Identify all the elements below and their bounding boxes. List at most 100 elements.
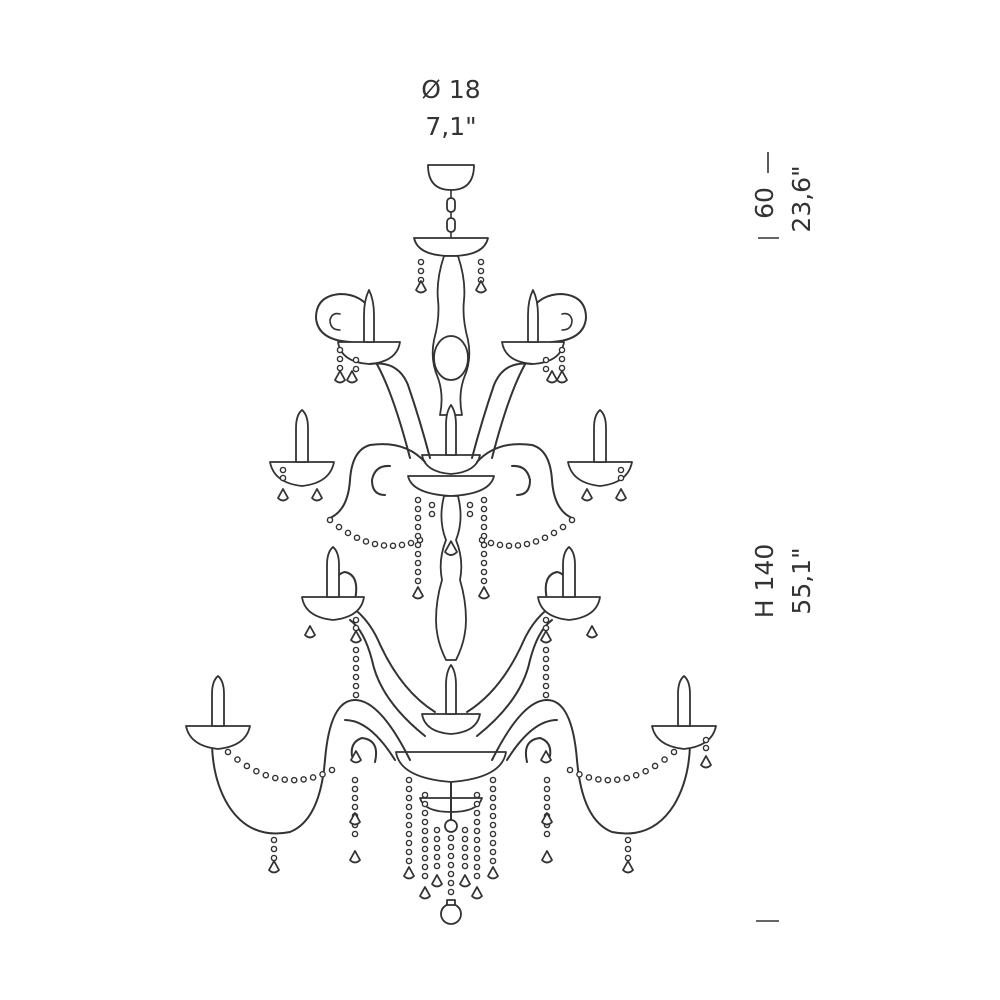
crystal-drop xyxy=(540,630,552,644)
crystal-bead xyxy=(480,496,488,504)
crystal-bead xyxy=(617,474,625,482)
crystal-bead xyxy=(642,767,649,775)
crystal-bead xyxy=(480,532,488,540)
bottom-crystal xyxy=(440,899,462,925)
crystal-bead xyxy=(279,466,287,474)
crystal-bead xyxy=(473,818,481,826)
drop-imperial: 23,6" xyxy=(787,165,816,232)
crystal-bead xyxy=(473,791,481,799)
crystal-bead xyxy=(336,364,344,372)
crystal-bead xyxy=(414,523,422,531)
crystal-bead xyxy=(473,800,481,808)
diameter-value: Ø 18 xyxy=(421,75,480,104)
crystal-bead xyxy=(473,872,481,880)
crystal-bead xyxy=(480,514,488,522)
crystal-bead xyxy=(568,516,576,524)
crystal-bead xyxy=(489,803,497,811)
crystal-drop xyxy=(334,370,346,384)
crystal-bead xyxy=(421,827,429,835)
crystal-bead xyxy=(480,541,488,549)
crystal-bead xyxy=(270,845,278,853)
crystal-bead xyxy=(336,346,344,354)
crystal-bead xyxy=(543,830,551,838)
crystal-bead xyxy=(489,812,497,820)
crystal-bead xyxy=(447,879,455,887)
central-column-upper xyxy=(431,255,471,416)
crystal-drop xyxy=(304,625,316,639)
crystal-bead xyxy=(405,785,413,793)
crystal-bead xyxy=(466,510,474,518)
crystal-bead xyxy=(473,863,481,871)
crystal-bead xyxy=(336,355,344,363)
crystal-bead xyxy=(352,673,360,681)
crystal-bead xyxy=(433,862,441,870)
crystal-drop xyxy=(349,850,361,864)
crystal-bead xyxy=(461,826,469,834)
crystal-bead xyxy=(461,862,469,870)
crystal-bead xyxy=(543,794,551,802)
crystal-bead xyxy=(234,756,241,763)
crystal-bead xyxy=(405,776,413,784)
crystal-bead xyxy=(421,854,429,862)
crystal-bead xyxy=(489,794,497,802)
crystal-drop xyxy=(350,750,362,764)
lower-middle-arms xyxy=(301,546,601,713)
crystal-bead xyxy=(480,568,488,576)
crystal-bead xyxy=(262,771,270,779)
lower-center-cups xyxy=(395,664,507,833)
crystal-bead xyxy=(624,845,632,853)
crystal-bead xyxy=(543,776,551,784)
central-column-lower xyxy=(435,495,467,661)
crystal-drop xyxy=(277,488,289,502)
crystal-bead xyxy=(496,541,504,549)
crystal-drop xyxy=(311,488,323,502)
crystal-bead xyxy=(670,748,678,756)
crystal-bead xyxy=(505,542,513,550)
crystal-bead xyxy=(351,776,359,784)
crystal-bead xyxy=(542,655,550,663)
crystal-bead xyxy=(421,800,429,808)
crystal-bead xyxy=(352,691,360,699)
crystal-bead xyxy=(542,646,550,654)
crystal-bead xyxy=(461,835,469,843)
crystal-drop xyxy=(415,280,427,294)
crystal-bead xyxy=(558,355,566,363)
crystal-bead xyxy=(489,830,497,838)
crystal-bead xyxy=(489,785,497,793)
crystal-drops xyxy=(268,280,712,900)
crystal-bead xyxy=(542,691,550,699)
crystal-bead xyxy=(461,844,469,852)
diameter-dimension: Ø 18 7,1" xyxy=(421,75,480,141)
crystal-bead xyxy=(661,756,668,763)
crystal-drop xyxy=(700,755,712,769)
chandelier xyxy=(185,164,717,925)
crystal-bead xyxy=(417,267,425,275)
crystal-bead xyxy=(542,682,550,690)
crystal-bead xyxy=(473,854,481,862)
crystal-bead xyxy=(352,682,360,690)
crystal-bead xyxy=(480,505,488,513)
crystal-drop xyxy=(346,370,358,384)
crystal-bead xyxy=(651,762,659,770)
crystal-bead xyxy=(477,267,485,275)
crystal-drop xyxy=(541,812,553,826)
crystal-drop xyxy=(419,886,431,900)
crystal-bead xyxy=(405,812,413,820)
crystal-bead xyxy=(541,534,549,542)
middle-center-cup xyxy=(407,404,495,497)
crystal-bead xyxy=(398,541,406,549)
crystal-bead xyxy=(224,748,232,756)
crystal-bead xyxy=(243,762,251,770)
crystal-bead xyxy=(489,821,497,829)
crystal-bead xyxy=(351,794,359,802)
crystal-bead xyxy=(550,529,558,537)
crystal-bead xyxy=(352,664,360,672)
crystal-bead xyxy=(417,258,425,266)
crystal-bead xyxy=(473,836,481,844)
crystal-drop xyxy=(541,850,553,864)
crystal-bead xyxy=(405,794,413,802)
crystal-bead xyxy=(487,539,495,547)
crystal-bead xyxy=(352,616,360,624)
crystal-bead xyxy=(566,766,574,774)
